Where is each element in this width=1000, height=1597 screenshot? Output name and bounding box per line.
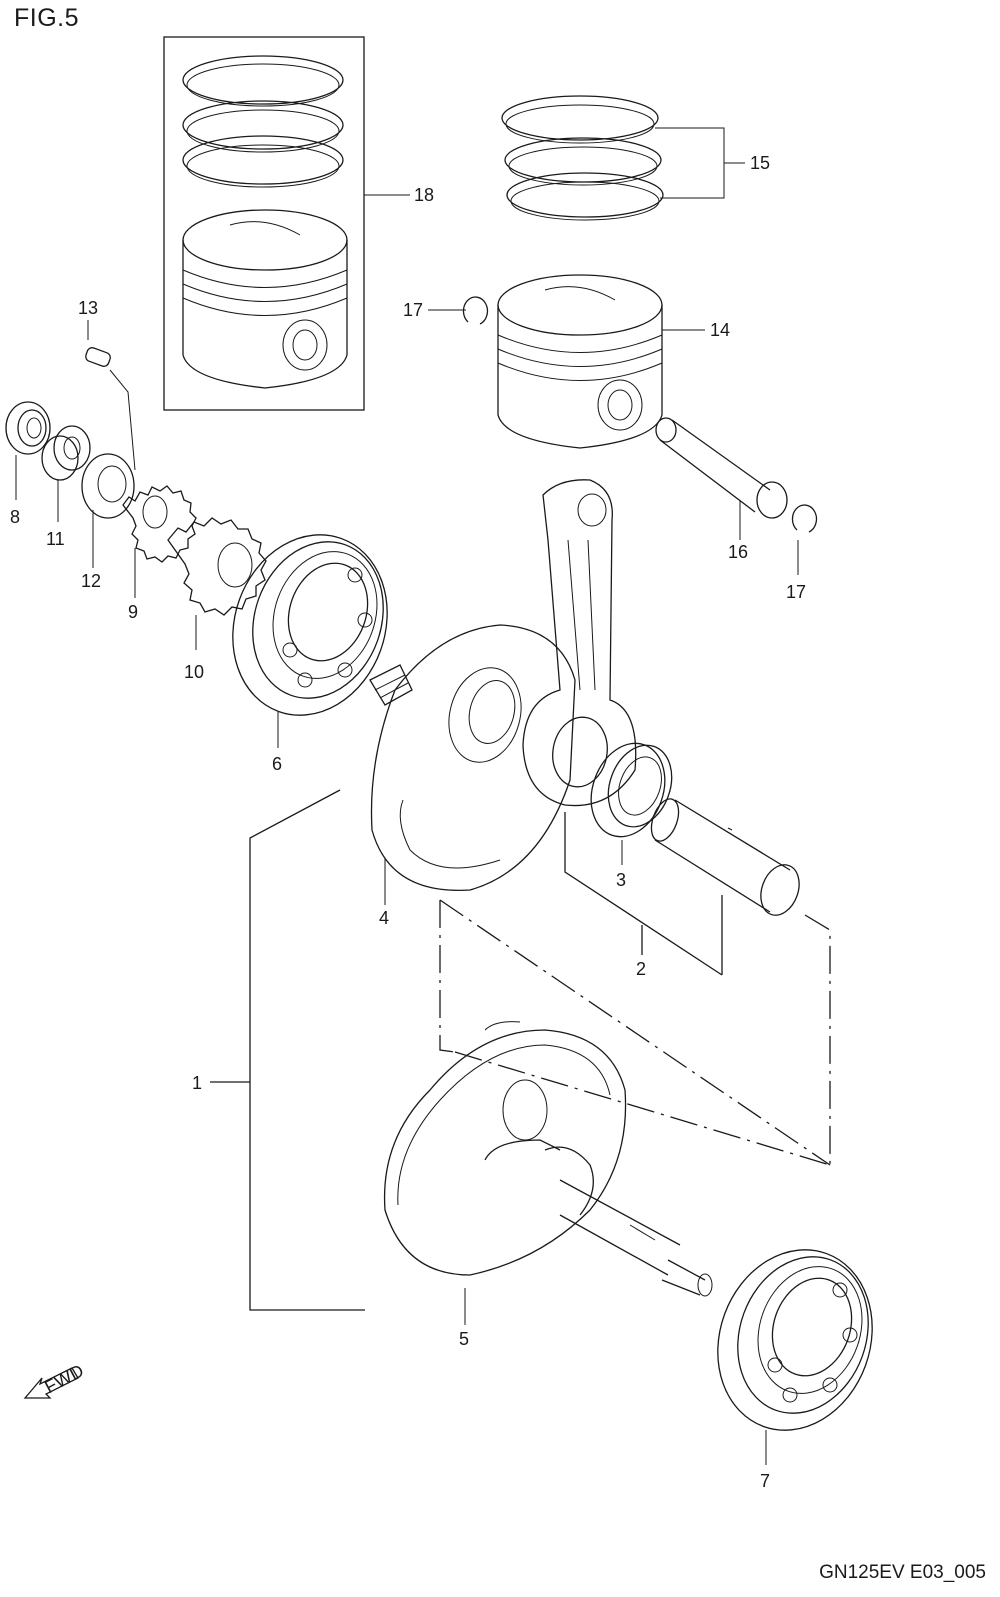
needle-bearing	[590, 742, 673, 838]
callout-11: 11	[46, 529, 65, 549]
piston-set-box	[163, 36, 365, 411]
callout-5: 5	[459, 1329, 469, 1349]
right-crankshaft	[383, 1021, 713, 1297]
callout-17-upper: 17	[403, 300, 423, 320]
callout-9: 9	[128, 602, 138, 622]
washer	[81, 453, 135, 519]
callout-16: 16	[728, 542, 748, 562]
connecting-rod	[522, 479, 637, 807]
right-crank-bearing	[717, 1249, 873, 1431]
piston-ring-set	[501, 95, 664, 221]
callout-17-lower: 17	[786, 582, 806, 602]
left-crank-bearing	[232, 534, 388, 716]
alignment-lines	[439, 899, 831, 1166]
drawing-code: GN125EV E03_005	[819, 1562, 986, 1583]
callout-8: 8	[10, 507, 20, 527]
callout-4: 4	[379, 908, 389, 928]
circlip-lower	[791, 504, 818, 533]
assembly-bracket-1	[210, 789, 365, 1311]
callout-15: 15	[750, 153, 770, 173]
leader-lines	[15, 127, 799, 1465]
callout-6: 6	[272, 754, 282, 774]
left-crankshaft	[369, 624, 576, 891]
piston-pin	[655, 417, 788, 519]
piston	[497, 274, 663, 449]
callout-1: 1	[192, 1073, 202, 1093]
callout-3: 3	[616, 870, 626, 890]
forward-direction-arrow: FWD	[23, 1360, 87, 1399]
assembly-bracket-2	[564, 812, 723, 976]
circlip-upper	[462, 296, 489, 325]
primary-drive-gear	[122, 485, 197, 563]
oil-seal	[5, 401, 51, 455]
callout-7: 7	[760, 1471, 770, 1491]
callout-10: 10	[184, 662, 204, 682]
callout-2: 2	[636, 959, 646, 979]
figure-title: FIG.5	[14, 4, 80, 32]
timing-gear	[167, 517, 267, 616]
callout-12: 12	[81, 571, 101, 591]
spacer	[41, 425, 91, 481]
woodruff-key	[85, 347, 111, 367]
fwd-label: FWD	[41, 1360, 87, 1397]
callout-14: 14	[710, 320, 730, 340]
crank-pin	[650, 798, 800, 916]
callout-13: 13	[78, 298, 98, 318]
callout-labels: 18 15 14 17 13 16 17 8 11 12 9 10 6 4 3 …	[10, 153, 806, 1491]
callout-18: 18	[414, 185, 434, 205]
